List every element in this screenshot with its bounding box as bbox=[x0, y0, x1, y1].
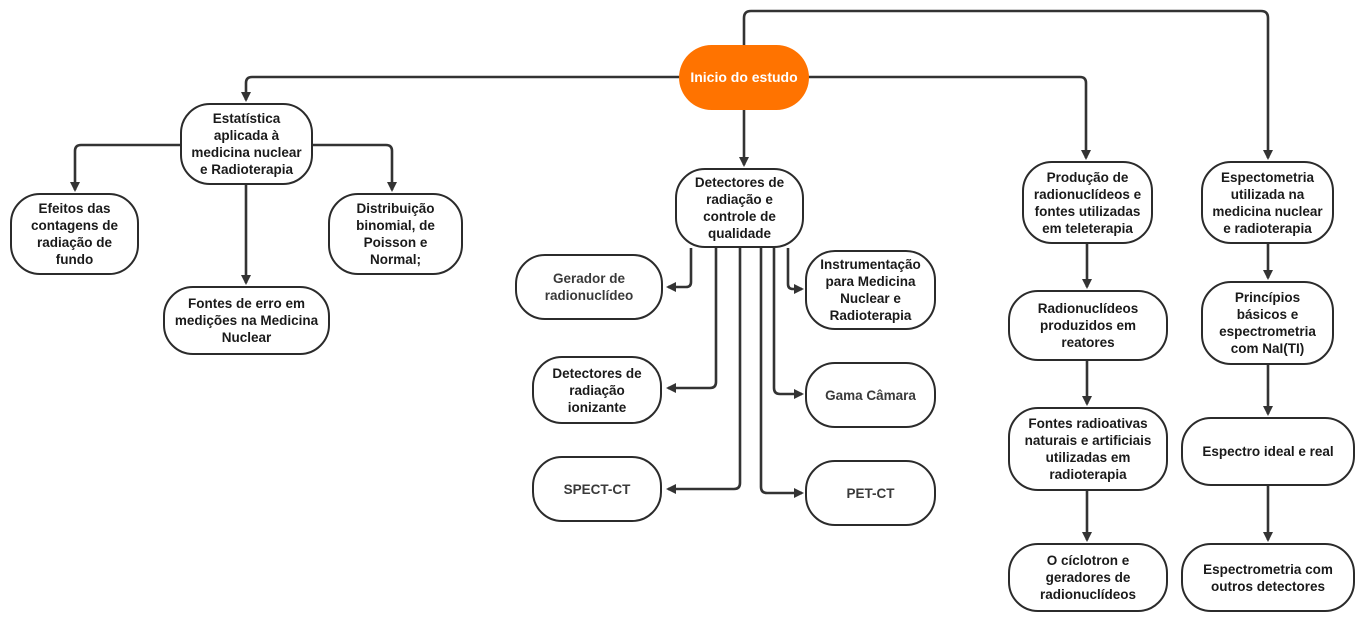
start-node: Inicio do estudo bbox=[679, 45, 809, 110]
connector-detectores-gerador bbox=[666, 248, 693, 292]
connector-detectores-spect bbox=[666, 248, 742, 494]
efeitos-node: Efeitos das contagens de radiação de fun… bbox=[10, 193, 139, 275]
producao-node: Produção de radionuclídeos e fontes util… bbox=[1022, 161, 1153, 244]
spect-node: SPECT-CT bbox=[532, 456, 662, 522]
fontes-erro-node: Fontes de erro em medições na Medicina N… bbox=[163, 286, 330, 355]
gerador-node: Gerador de radionuclídeo bbox=[515, 254, 663, 320]
espectro-node: Espectro ideal e real bbox=[1181, 417, 1355, 486]
detectores-ion-node: Detectores de radiação ionizante bbox=[532, 356, 662, 424]
connector-detectores-instrumentacao bbox=[786, 248, 804, 294]
outros-node: Espectrometria com outros detectores bbox=[1181, 543, 1355, 612]
connector-start-espectometria bbox=[742, 9, 1273, 160]
gama-node: Gama Câmara bbox=[805, 362, 936, 428]
principios-node: Princípios básicos e espectrometria com … bbox=[1201, 281, 1334, 365]
pet-node: PET-CT bbox=[805, 460, 936, 526]
reatores-node: Radionuclídeos produzidos em reatores bbox=[1008, 290, 1168, 361]
connector-start-estatistica bbox=[241, 75, 683, 102]
connector-estatistica-efeitos bbox=[70, 143, 182, 192]
detectores-node: Detectores de radiação e controle de qua… bbox=[675, 168, 804, 248]
ciclotron-node: O cíclotron e geradores de radionuclídeo… bbox=[1008, 543, 1168, 612]
connector-detectores-gama bbox=[772, 248, 804, 399]
espectometria-node: Espectometria utilizada na medicina nucl… bbox=[1201, 161, 1334, 244]
connector-detectores-pet bbox=[759, 248, 804, 498]
fontes-radio-node: Fontes radioativas naturais e artificiai… bbox=[1008, 407, 1168, 491]
distribuicao-node: Distribuição binomial, de Poisson e Norm… bbox=[328, 193, 463, 275]
instrumentacao-node: Instrumentação para Medicina Nuclear e R… bbox=[805, 250, 936, 330]
connector-estatistica-distribuicao bbox=[310, 143, 397, 192]
estatistica-node: Estatística aplicada à medicina nuclear … bbox=[180, 103, 313, 185]
connector-detectores-detectores-ion bbox=[666, 248, 718, 393]
connector-start-producao bbox=[808, 75, 1091, 160]
